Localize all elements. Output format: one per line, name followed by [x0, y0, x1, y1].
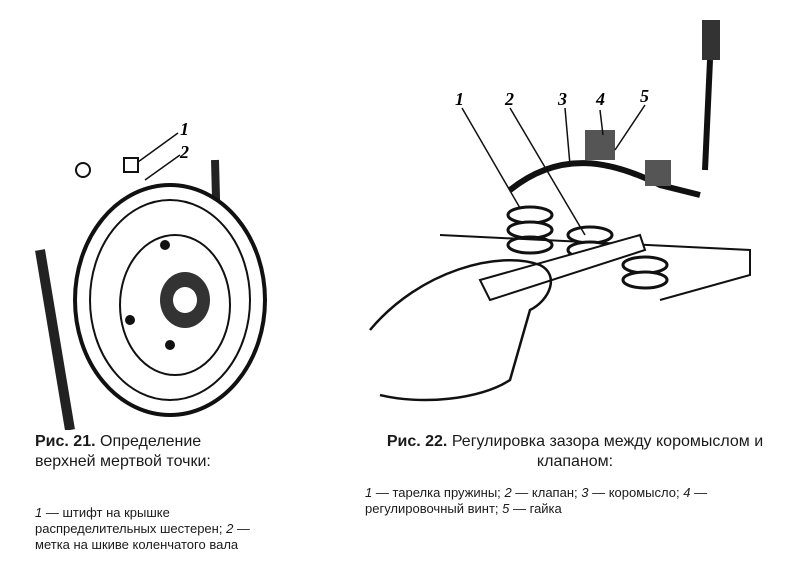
fig22-legend-text-3: коромысло; [608, 485, 680, 500]
fig22-legend-text-5: гайка [529, 501, 562, 516]
fig22-legend-num-4: 4 [683, 485, 691, 500]
figure-21-label: Рис. 21. [35, 433, 96, 450]
figure-22-title: Регулировка зазора между коромыслом и кл… [451, 433, 764, 470]
fig21-legend-text-1: штифт на крышке распределительных шестер… [35, 505, 223, 536]
fig21-legend-num-2: 2 [226, 521, 234, 536]
figure-21-illustration: 1 2 [35, 119, 267, 430]
fig22-callout-4: 4 [595, 89, 605, 109]
figure-22-label: Рис. 22. [386, 433, 448, 450]
fig21-callout-1: 1 [180, 119, 189, 139]
fig22-callout-5: 5 [640, 86, 649, 106]
figure-21-title: Определение верхней мертвой точки: [35, 433, 211, 470]
figure-21-caption: Рис. 21. Определение верхней мертвой точ… [35, 432, 265, 472]
fig22-callout-2: 2 [504, 89, 514, 109]
fig21-legend-text-2: метка на шкиве коленчатого вала [35, 537, 239, 552]
fig21-callout-2: 2 [179, 142, 189, 162]
figure-22-illustration: 1 2 3 4 5 [369, 20, 751, 402]
fig22-legend-num-3: 3 [581, 485, 589, 500]
fig22-legend-num-5: 5 [502, 501, 510, 516]
fig21-legend-num-1: 1 [35, 505, 43, 520]
fig22-callout-1: 1 [455, 89, 464, 109]
figure-22-caption: Рис. 22. Регулировка зазора между коромы… [365, 432, 785, 472]
fig22-callout-3: 3 [557, 89, 567, 109]
fig22-legend-num-1: 1 [365, 485, 373, 500]
fig22-legend-text-4: регулировочный винт; [365, 501, 499, 516]
fig22-legend-text-2: клапан; [531, 485, 578, 500]
figure-22-legend: 1 — тарелка пружины; 2 — клапан; 3 — кор… [365, 485, 708, 516]
figure-21-legend: 1 — штифт на крышке распределительных ше… [35, 505, 250, 552]
fig22-legend-text-1: тарелка пружины; [392, 485, 501, 500]
fig22-legend-num-2: 2 [504, 485, 512, 500]
